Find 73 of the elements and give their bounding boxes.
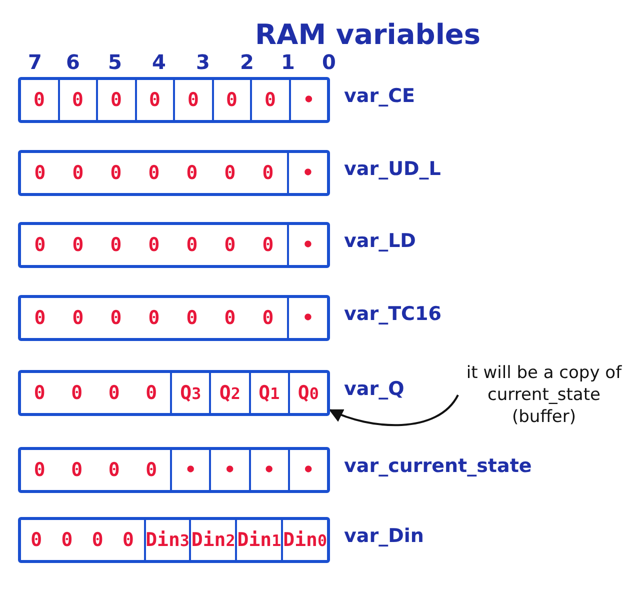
bit-cell: • bbox=[287, 225, 327, 265]
bit-value: 0 bbox=[21, 225, 59, 265]
bit-value: 0 bbox=[249, 153, 287, 193]
register-box bbox=[18, 447, 330, 493]
bit-value: 0 bbox=[59, 153, 97, 193]
bit-cell: 0 bbox=[58, 80, 96, 120]
arrow bbox=[328, 394, 459, 426]
bit-value: 0 bbox=[21, 80, 58, 120]
variable-name: var_CE bbox=[344, 85, 415, 107]
bit-cell: • bbox=[288, 80, 327, 120]
register-box bbox=[18, 517, 330, 563]
bit-cell: 0 bbox=[250, 80, 288, 120]
variable-name: var_TC16 bbox=[344, 303, 442, 325]
bit-number: 0 bbox=[322, 50, 336, 74]
bit-value: 0 bbox=[112, 520, 144, 560]
bit-value: 0 bbox=[132, 450, 170, 490]
bit-cell: • bbox=[170, 450, 210, 490]
variable-name: var_Din bbox=[344, 525, 424, 547]
bit-cell: • bbox=[287, 298, 327, 338]
bit-cell: • bbox=[288, 450, 327, 490]
bit-value: 0 bbox=[21, 153, 59, 193]
bit-value: 0 bbox=[97, 153, 135, 193]
bit-cell: 0 bbox=[134, 80, 173, 120]
bit-value: 0 bbox=[249, 298, 287, 338]
bit-value: 0 bbox=[173, 225, 211, 265]
bit-value: 0 bbox=[249, 225, 287, 265]
bit-cell: • bbox=[248, 450, 288, 490]
bit-value: 0 bbox=[52, 520, 82, 560]
note-text: it will be a copy of current_state (buffer) bbox=[458, 362, 630, 428]
register-box bbox=[18, 370, 330, 416]
bit-value: 0 bbox=[97, 298, 135, 338]
bit-value: 0 bbox=[211, 298, 249, 338]
bit-number: 7 bbox=[28, 50, 42, 74]
bit-value: 0 bbox=[132, 373, 170, 413]
variable-name: var_UD_L bbox=[344, 158, 441, 180]
bit-number: 4 bbox=[152, 50, 166, 74]
bit-value: 0 bbox=[97, 225, 135, 265]
bit-number: 1 bbox=[281, 50, 295, 74]
bit-value: 0 bbox=[96, 373, 133, 413]
bit-value: 0 bbox=[21, 373, 58, 413]
bit-value: 0 bbox=[82, 520, 113, 560]
register-box bbox=[18, 295, 330, 341]
bit-value: 0 bbox=[135, 298, 173, 338]
variable-name: var_current_state bbox=[344, 455, 532, 477]
bit-value: 0 bbox=[211, 153, 249, 193]
bit-number: 3 bbox=[196, 50, 210, 74]
register-box bbox=[18, 150, 330, 196]
bit-value: 0 bbox=[21, 520, 52, 560]
bit-value: 0 bbox=[58, 450, 96, 490]
title: RAM variables bbox=[255, 18, 481, 51]
variable-name: var_Q bbox=[344, 378, 404, 400]
bit-value: 0 bbox=[21, 450, 58, 490]
bit-cell: 0 bbox=[173, 80, 212, 120]
bit-cell: • bbox=[209, 450, 248, 490]
bit-number: 5 bbox=[108, 50, 122, 74]
bit-value: 0 bbox=[59, 298, 97, 338]
bit-cell: 0 bbox=[96, 80, 134, 120]
bit-number: 6 bbox=[66, 50, 80, 74]
bit-value: 0 bbox=[21, 298, 59, 338]
bit-value: 0 bbox=[135, 225, 173, 265]
bit-value: 0 bbox=[135, 153, 173, 193]
bit-value: 0 bbox=[173, 153, 211, 193]
bit-cell: • bbox=[287, 153, 327, 193]
bit-number: 2 bbox=[240, 50, 254, 74]
register-box bbox=[18, 222, 330, 268]
bit-value: 0 bbox=[58, 373, 96, 413]
bit-value: 0 bbox=[211, 225, 249, 265]
bit-cell: 0 bbox=[212, 80, 250, 120]
variable-name: var_LD bbox=[344, 230, 416, 252]
bit-value: 0 bbox=[59, 225, 97, 265]
bit-value: 0 bbox=[96, 450, 133, 490]
bit-value: 0 bbox=[173, 298, 211, 338]
register-box bbox=[18, 77, 330, 123]
